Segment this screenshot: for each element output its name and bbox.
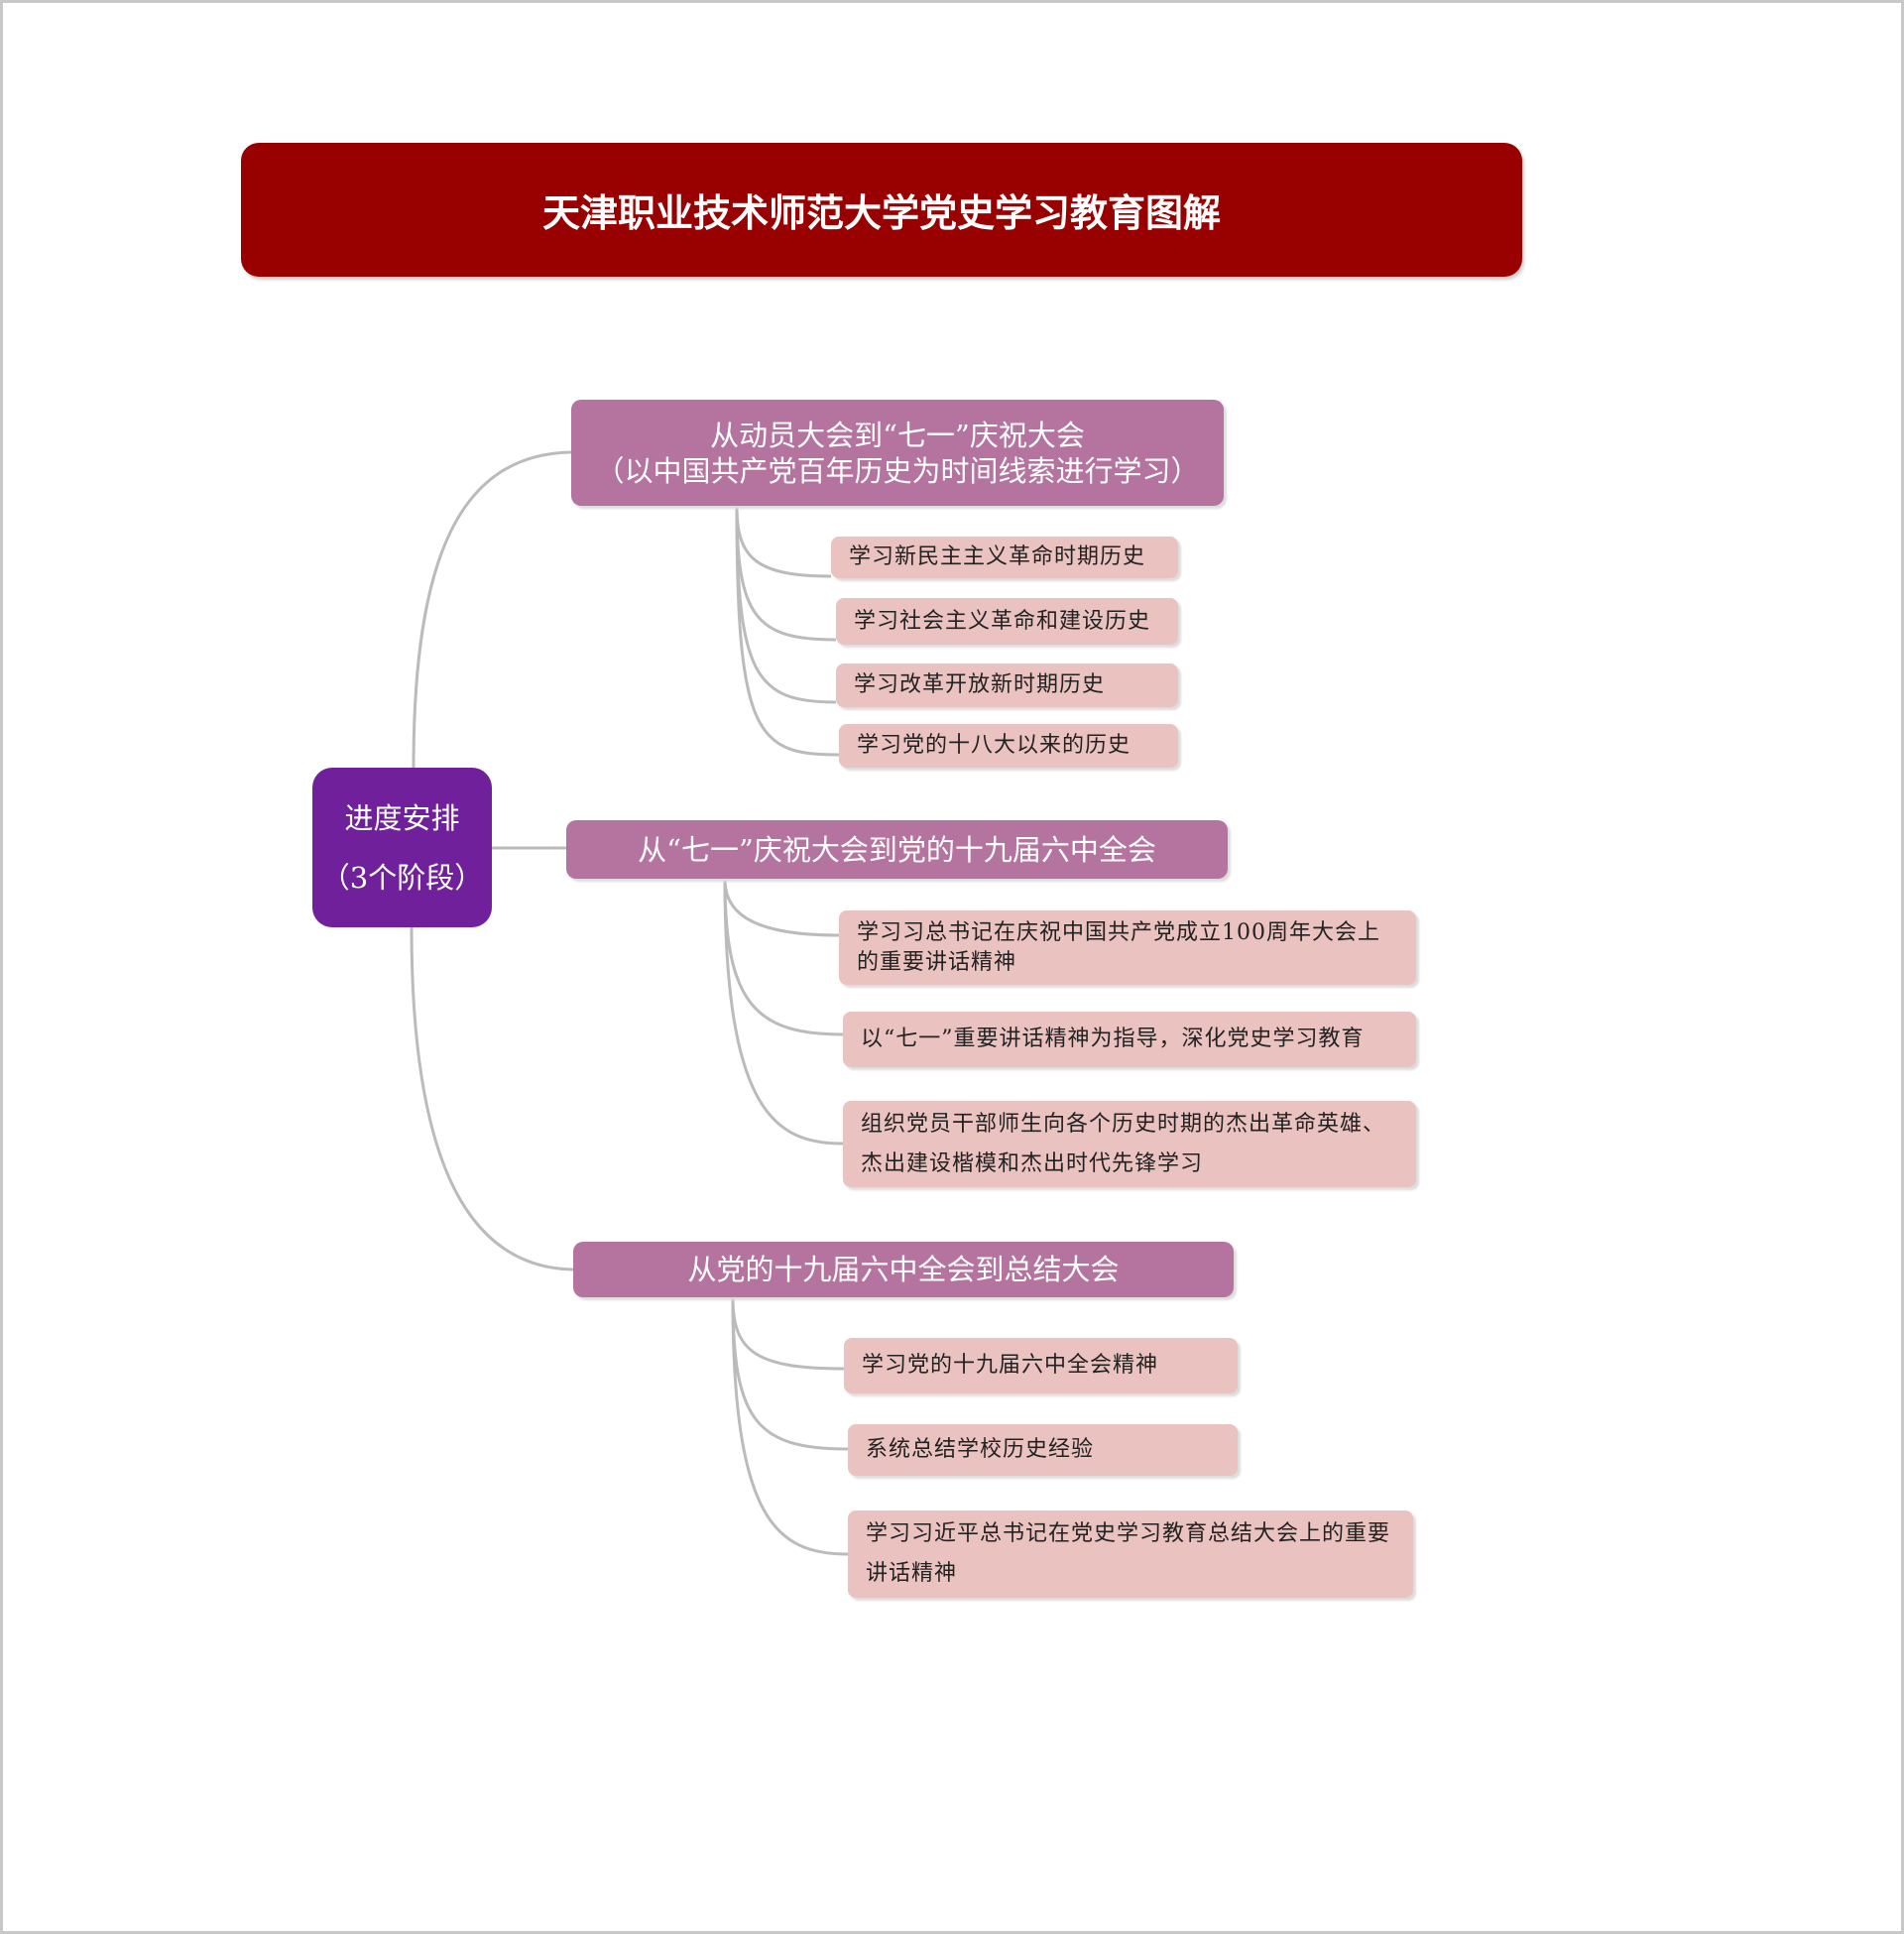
branch-label: 从党的十九届六中全会到总结大会: [687, 1253, 1120, 1286]
leaf-label: 以“七一”重要讲话精神为指导，深化党史学习教育: [861, 1027, 1365, 1051]
leaf-label: 学习党的十九届六中全会精神: [862, 1353, 1159, 1378]
branch-stage-1[interactable]: 从动员大会到“七一”庆祝大会 （以中国共产党百年历史为时间线索进行学习）: [571, 400, 1224, 506]
leaf-label: 组织党员干部师生向各个历史时期的杰出革命英雄、杰出建设楷模和杰出时代先锋学习: [861, 1111, 1386, 1176]
branch-label: 从动员大会到“七一”庆祝大会: [710, 418, 1085, 452]
leaf-node[interactable]: 组织党员干部师生向各个历史时期的杰出革命英雄、杰出建设楷模和杰出时代先锋学习: [843, 1101, 1416, 1187]
central-node-sublabel: （3个阶段）: [320, 860, 484, 895]
branch-sublabel: （以中国共产党百年历史为时间线索进行学习）: [595, 453, 1200, 488]
page-title: 天津职业技术师范大学党史学习教育图解: [241, 143, 1522, 277]
leaf-label: 系统总结学校历史经验: [866, 1437, 1095, 1462]
leaf-node[interactable]: 学习习近平总书记在党史学习教育总结大会上的重要讲话精神: [848, 1511, 1413, 1598]
leaf-node[interactable]: 学习党的十九届六中全会精神: [844, 1338, 1238, 1393]
leaf-label: 学习党的十八大以来的历史: [857, 733, 1131, 758]
branch-label: 从“七一”庆祝大会到党的十九届六中全会: [638, 832, 1156, 867]
leaf-node[interactable]: 学习社会主义革命和建设历史: [836, 598, 1178, 645]
leaf-node[interactable]: 学习新民主主义革命时期历史: [831, 537, 1178, 578]
leaf-label: 学习新民主主义革命时期历史: [849, 544, 1146, 569]
leaf-node[interactable]: 学习习总书记在庆祝中国共产党成立100周年大会上的重要讲话精神: [839, 910, 1416, 985]
leaf-label: 学习社会主义革命和建设历史: [854, 608, 1151, 634]
central-node-label: 进度安排: [344, 800, 460, 835]
branch-stage-2[interactable]: 从“七一”庆祝大会到党的十九届六中全会: [566, 820, 1228, 879]
branch-stage-3[interactable]: 从党的十九届六中全会到总结大会: [573, 1242, 1234, 1297]
leaf-node[interactable]: 学习党的十八大以来的历史: [839, 724, 1178, 768]
leaf-node[interactable]: 学习改革开放新时期历史: [836, 664, 1178, 707]
leaf-label: 学习改革开放新时期历史: [854, 672, 1106, 697]
leaf-node[interactable]: 以“七一”重要讲话精神为指导，深化党史学习教育: [843, 1012, 1416, 1067]
central-node[interactable]: 进度安排 （3个阶段）: [312, 768, 492, 927]
leaf-node[interactable]: 系统总结学校历史经验: [848, 1424, 1238, 1476]
leaf-label: 学习习近平总书记在党史学习教育总结大会上的重要讲话精神: [866, 1521, 1391, 1586]
connector-lines: [410, 450, 849, 1556]
leaf-label: 学习习总书记在庆祝中国共产党成立100周年大会上的重要讲话精神: [857, 919, 1380, 975]
